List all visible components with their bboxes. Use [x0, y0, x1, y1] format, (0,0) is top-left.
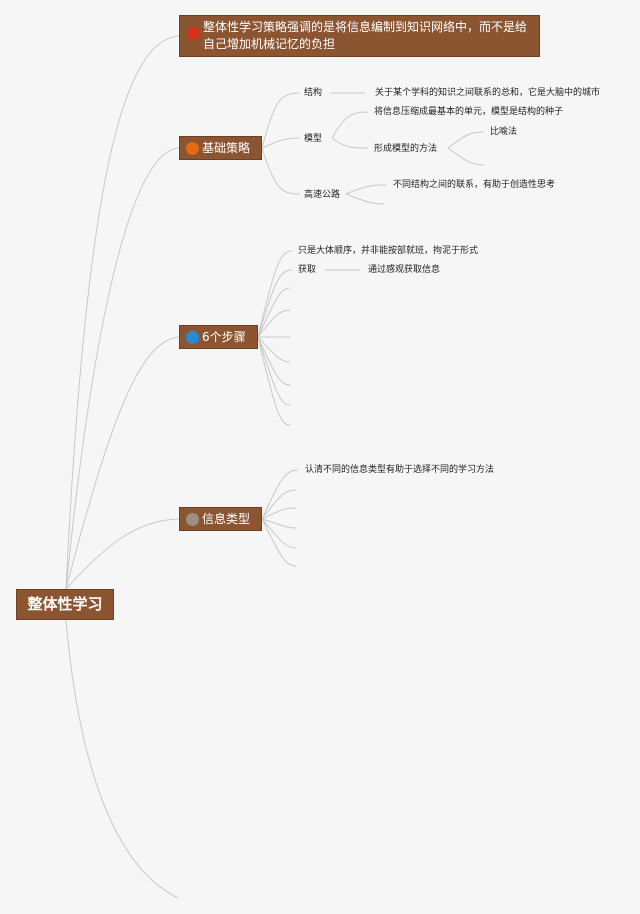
info-types-note: 认清不同的信息类型有助于选择不同的学习方法 — [305, 465, 495, 475]
priority-3-icon — [186, 330, 199, 344]
priority-1-icon — [187, 27, 200, 40]
topic-holistic-strategy[interactable]: 整体性学习策略强调的是将信息编制到知识网络中，而不是给自己增加机械记忆的负担 — [179, 15, 540, 57]
topic-holistic-strategy-label: 整体性学习策略强调的是将信息编制到知识网络中，而不是给自己增加机械记忆的负担 — [203, 20, 528, 51]
model-method-node[interactable]: 形成模型的方法 — [374, 144, 438, 154]
priority-2-icon — [186, 141, 199, 155]
topic-info-types-label: 信息类型 — [202, 511, 251, 526]
structure-node[interactable]: 结构 — [304, 88, 323, 98]
acquire-node[interactable]: 获取 — [298, 265, 317, 275]
topic-basic-strategy[interactable]: 基础策略 — [179, 136, 262, 160]
topic-six-steps[interactable]: 6个步骤 — [179, 325, 258, 349]
root-node[interactable]: 整体性学习 — [16, 589, 114, 620]
model-node[interactable]: 模型 — [304, 134, 323, 144]
acquire-desc: 通过感观获取信息 — [368, 265, 441, 275]
highway-desc: 不同结构之间的联系，有助于创造性思考 — [393, 180, 556, 190]
topic-six-steps-label: 6个步骤 — [202, 329, 246, 344]
metaphor-node[interactable]: 比喻法 — [490, 127, 518, 137]
priority-4-icon — [186, 512, 199, 526]
structure-desc: 关于某个学科的知识之间联系的总和，它是大脑中的城市 — [375, 88, 601, 98]
highway-node[interactable]: 高速公路 — [304, 190, 341, 200]
model-desc: 将信息压缩成最基本的单元，模型是结构的种子 — [374, 107, 564, 117]
topic-info-types[interactable]: 信息类型 — [179, 507, 262, 531]
topic-basic-strategy-label: 基础策略 — [202, 140, 251, 155]
steps-note: 只是大体顺序，并非能按部就班，拘泥于形式 — [298, 246, 479, 256]
